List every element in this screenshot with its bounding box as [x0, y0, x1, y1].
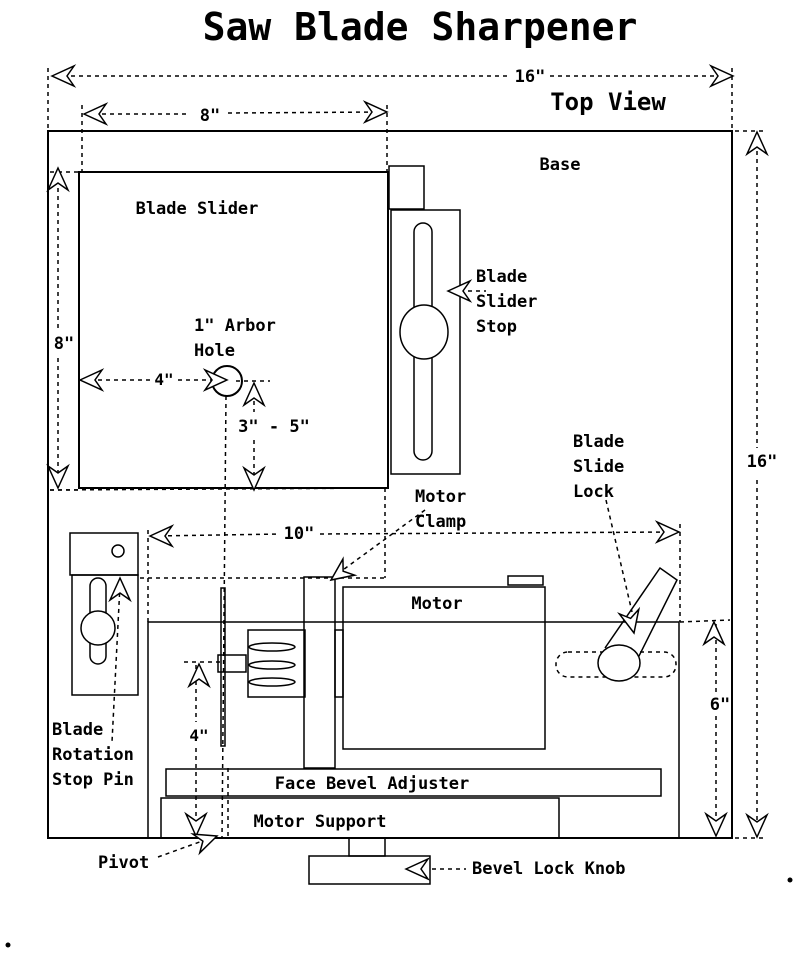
pivot-label: Pivot	[98, 853, 149, 873]
blade-slider-stop	[390, 209, 461, 475]
rotation-stop-label-line2: Rotation	[52, 745, 134, 765]
arrow-down-icon	[705, 813, 727, 837]
face-bevel-adjuster	[165, 768, 662, 797]
slider-stop-label-line1: Blade	[476, 267, 527, 287]
slider-width-line-right	[227, 111, 385, 114]
arrow-right-icon	[364, 101, 388, 123]
motor-label: Motor	[411, 594, 462, 614]
motor-span-line-left	[151, 533, 281, 537]
slider-stop-knob	[399, 304, 449, 360]
arbor-hole-label-line1: 1" Arbor	[194, 316, 276, 336]
rotation-stop-label-line3: Stop Pin	[52, 770, 134, 790]
arrow-up-icon	[703, 621, 725, 645]
pulley-groove	[248, 677, 296, 687]
bevel-lock-shaft	[348, 837, 386, 857]
slide-lock-leader	[605, 499, 633, 613]
blade-slider	[78, 171, 389, 489]
bevel-lock-knob-label: Bevel Lock Knob	[472, 859, 626, 879]
motor-depth-ext-top	[679, 619, 731, 623]
stray-dot	[5, 942, 11, 948]
arrow-down-icon	[243, 467, 265, 491]
base-outline	[47, 130, 733, 839]
pivot-leader	[157, 839, 206, 858]
arbor-centerline	[221, 395, 227, 839]
arrow-left-icon	[324, 558, 356, 589]
motor-terminal	[507, 575, 544, 586]
rotation-stop-leader	[111, 584, 121, 743]
base-width-dimension: 16"	[515, 67, 546, 87]
pulley-groove	[248, 642, 296, 652]
slider-stop-label-line2: Slider	[476, 292, 537, 312]
slider-bottom-ext	[49, 487, 389, 491]
saw-blade	[220, 587, 226, 747]
rotation-stop-label-line1: Blade	[52, 720, 103, 740]
arbor-range-dimension: 3" - 5"	[238, 417, 310, 437]
rotation-stop-pin	[111, 544, 125, 558]
slide-lock-knob	[597, 644, 641, 682]
stray-dot	[787, 877, 793, 883]
arrow-up-icon	[188, 663, 210, 687]
motor-support-label: Motor Support	[253, 812, 386, 832]
slide-lock-label-line3: Lock	[573, 482, 614, 502]
slide-lock-lever	[604, 566, 678, 669]
slider-stop-block	[388, 165, 425, 210]
rotation-stop-block	[69, 532, 139, 576]
slide-lock-label-line2: Slide	[573, 457, 624, 477]
rotation-stop-knob	[80, 610, 116, 646]
base-height-dimension: 16"	[747, 452, 778, 472]
slider-height-dimension: 8"	[54, 334, 74, 354]
motor-span-line-right	[319, 531, 677, 535]
motor-clamp-label-line2: Clamp	[415, 512, 466, 532]
arrow-down-icon	[47, 465, 69, 489]
arbor-collar	[217, 654, 247, 673]
pivot-offset-dimension: 4"	[189, 726, 208, 745]
blade-slider-label: Blade Slider	[136, 199, 259, 219]
motor-clamp-label-line1: Motor	[415, 487, 466, 507]
face-bevel-adjuster-label: Face Bevel Adjuster	[275, 774, 469, 794]
slide-lock-label-line1: Blade	[573, 432, 624, 452]
arbor-hole-label-line2: Hole	[194, 341, 235, 361]
motor-pulley-housing	[247, 629, 306, 698]
motor-body	[342, 586, 546, 750]
arbor-offset-dimension: 4"	[154, 370, 173, 389]
rotation-stop-plate	[71, 574, 139, 696]
arrow-down-icon	[185, 813, 207, 837]
motor-depth-dimension: 6"	[710, 695, 730, 715]
arrow-up-icon	[746, 131, 768, 155]
bevel-lock-knob	[308, 855, 431, 885]
motor-clamp-leader	[335, 509, 426, 576]
pulley-groove	[248, 660, 296, 670]
arrow-right-icon	[710, 65, 734, 87]
arrow-left-icon	[405, 858, 429, 880]
slider-stop-label-line3: Stop	[476, 317, 517, 337]
base-label: Base	[540, 155, 581, 175]
arrow-left-icon	[51, 65, 75, 87]
motor-shaft-collar	[334, 629, 344, 698]
arrow-left-icon	[447, 280, 471, 302]
motor-span-dimension: 10"	[284, 524, 315, 544]
view-label: Top View	[550, 88, 666, 116]
diagram-title: Saw Blade Sharpener	[203, 5, 638, 49]
arrow-right-icon	[656, 521, 680, 543]
slider-width-dimension: 8"	[200, 106, 220, 126]
motor-clamp	[303, 576, 336, 769]
arrow-right-icon	[204, 369, 228, 391]
